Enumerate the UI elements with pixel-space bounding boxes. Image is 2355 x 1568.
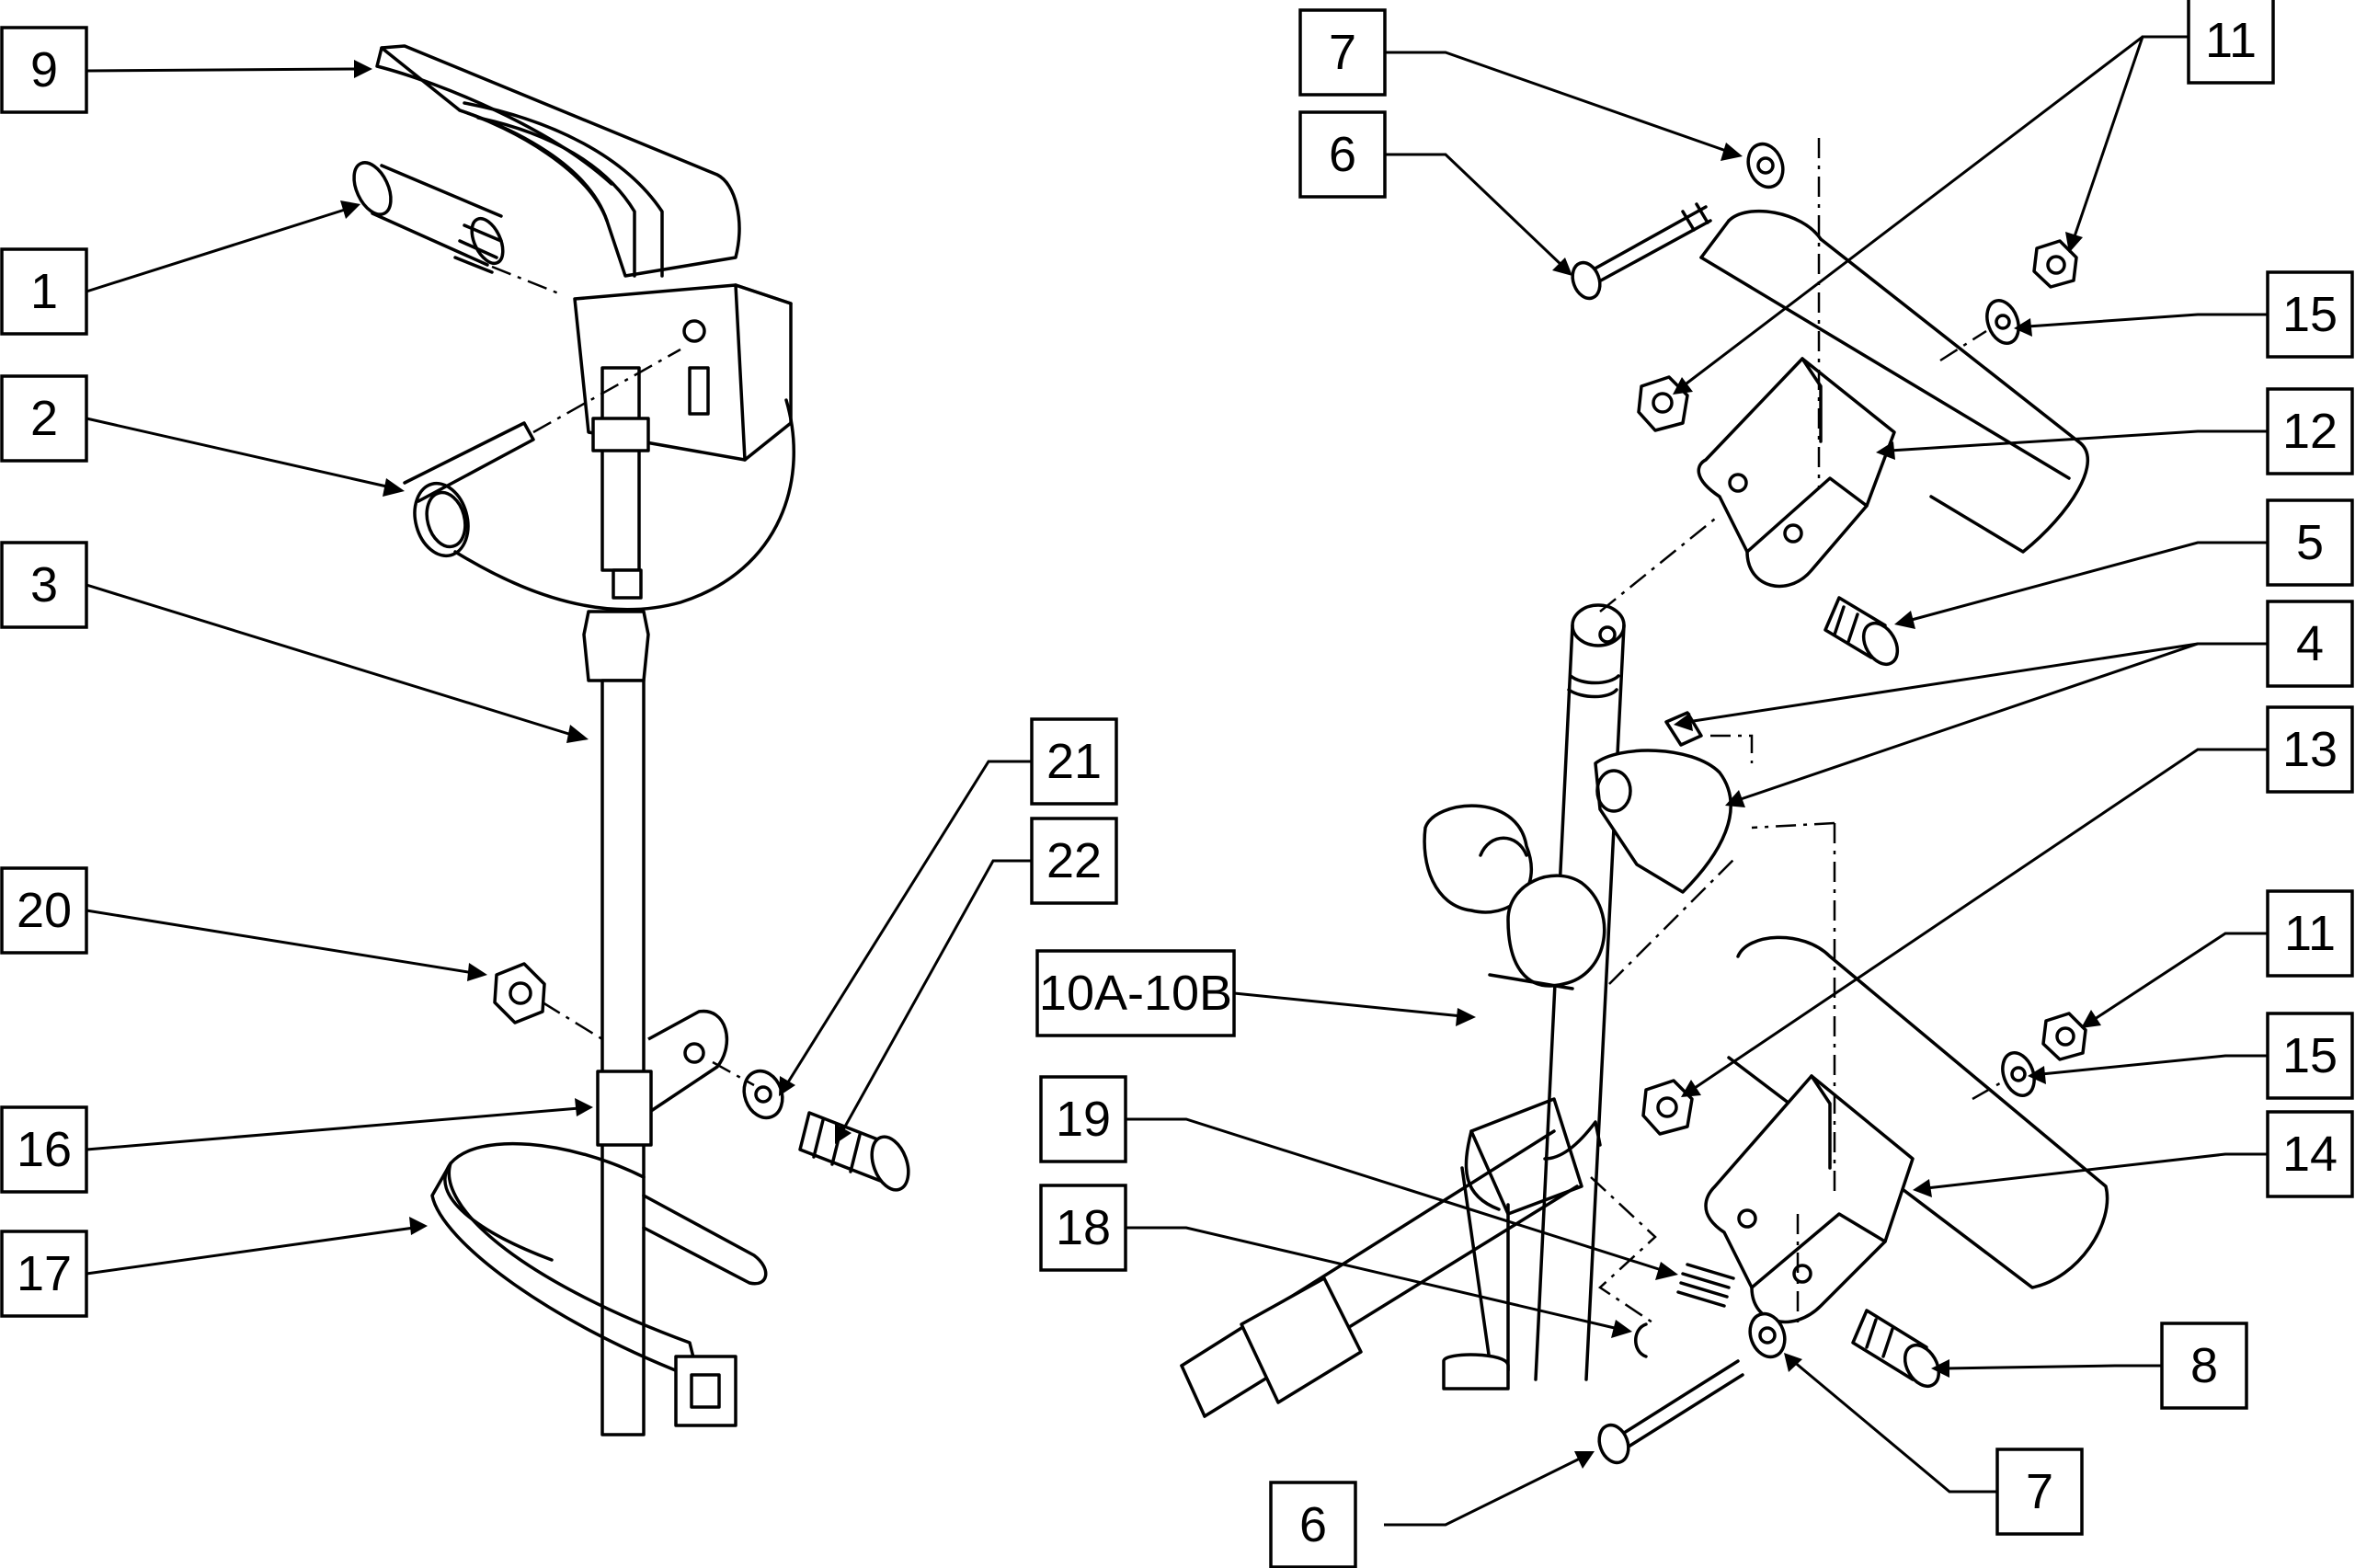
lower-bracket-part: [1704, 1074, 1915, 1324]
callout-label: 21: [1046, 734, 1102, 789]
nut-part-upper-right: [2032, 239, 2078, 289]
fork-part: [1442, 1097, 1602, 1391]
central-post-part: [1534, 603, 1626, 1381]
callout-label: 5: [2296, 515, 2324, 570]
assembly-line-right-4: [1710, 734, 1754, 763]
collar-part: [1423, 749, 1732, 990]
callout-1: 1: [0, 247, 88, 336]
callout-22: 22: [1030, 817, 1118, 905]
callout-21: 21: [1030, 717, 1118, 806]
callout-13: 13: [2266, 705, 2354, 794]
callout-label: 20: [17, 883, 72, 938]
callout-label: 3: [30, 557, 58, 612]
callout-label: 16: [17, 1122, 72, 1177]
e-clip-part: [1634, 1322, 1648, 1358]
callout-label: 2: [30, 391, 58, 446]
callout-label: 1: [30, 264, 58, 319]
callout-label: 15: [2282, 287, 2338, 342]
callout-label: 6: [1329, 127, 1356, 182]
callout-16: 16: [0, 1105, 88, 1194]
callout-9: 9: [0, 26, 88, 114]
dowel-pin-part: [1664, 711, 1703, 747]
callout-label: 7: [2026, 1464, 2053, 1519]
callout-7-lower: 7: [1995, 1448, 2084, 1536]
assembly-line-right-6: [1608, 854, 1739, 985]
callout-8: 8: [2160, 1322, 2248, 1410]
nut-part-lower-left: [1641, 1079, 1694, 1136]
assembly-line-right-3: [1939, 329, 1987, 362]
nut-part-lower-right: [2041, 1012, 2087, 1061]
callout-label: 11: [2205, 13, 2257, 68]
callout-7-upper: 7: [1298, 8, 1387, 97]
assembly-line-left-3: [542, 1001, 603, 1041]
washer-part-lower-right: [2001, 1051, 2036, 1097]
assembly-line-right-2: [1599, 514, 1721, 612]
callout-6-lower: 6: [1269, 1481, 1357, 1568]
callout-label: 17: [17, 1246, 72, 1301]
bolt-part-lower: [1597, 1311, 1787, 1465]
callout-6-upper: 6: [1298, 110, 1387, 199]
callout-4: 4: [2266, 600, 2354, 688]
callout-label: 10A-10B: [1039, 966, 1232, 1021]
callout-15-lower: 15: [2266, 1012, 2354, 1100]
bolt-part-8: [1851, 1309, 1941, 1389]
callout-label: 19: [1056, 1092, 1111, 1147]
callout-label: 6: [1299, 1497, 1327, 1552]
callout-11-lower: 11: [2266, 889, 2354, 978]
callout-label: 22: [1046, 833, 1102, 888]
push-rod-part: [582, 366, 650, 1436]
callout-label: 15: [2282, 1028, 2338, 1083]
bolt-part-5: [1823, 596, 1900, 667]
right-assembly: [1180, 138, 2109, 1465]
callout-3: 3: [0, 541, 88, 629]
callout-label: 11: [2284, 906, 2336, 961]
callout-label: 12: [2282, 404, 2338, 459]
callout-14: 14: [2266, 1110, 2354, 1198]
assembly-line-left-4: [712, 1060, 755, 1087]
spring-part: [1676, 1263, 1735, 1308]
assembly-line-right-7: [1751, 821, 1835, 830]
callout-label: 4: [2296, 616, 2324, 671]
callout-10a-10b: 10A-10B: [1035, 949, 1236, 1037]
callout-label: 14: [2282, 1127, 2338, 1182]
callout-label: 7: [1329, 25, 1356, 80]
callout-label: 9: [30, 42, 58, 97]
washer-screw-part-left: [742, 1069, 910, 1192]
callout-17: 17: [0, 1230, 88, 1318]
strap-part: [430, 1141, 768, 1427]
callout-11-upper: 11: [2187, 0, 2275, 85]
assembly-line-left-2: [532, 348, 681, 434]
rod-clamp-part: [596, 1009, 729, 1147]
leader-lines: [86, 35, 2268, 1527]
callout-label: 8: [2190, 1338, 2218, 1393]
callout-label: 18: [1056, 1200, 1111, 1255]
callout-19: 19: [1039, 1075, 1127, 1163]
callout-5: 5: [2266, 498, 2354, 587]
assembly-line-right-8: [1590, 1176, 1657, 1326]
assembly-line-left-1: [491, 265, 562, 296]
ring-pin-part: [403, 421, 535, 558]
washer-part-upper-right: [1985, 299, 2020, 345]
callout-15-upper: 15: [2266, 270, 2354, 359]
bolt-part-upper: [1571, 142, 1785, 301]
callout-18: 18: [1039, 1184, 1127, 1272]
left-assembly: [352, 44, 910, 1436]
nut-part-left: [493, 962, 546, 1024]
callout-label: 13: [2282, 722, 2338, 777]
callout-12: 12: [2266, 387, 2354, 475]
callout-20: 20: [0, 866, 88, 955]
frame-tube-upper: [1699, 209, 2071, 480]
callout-2: 2: [0, 374, 88, 463]
clevis-pin-part: [352, 161, 505, 274]
lever-handle-part: [375, 44, 795, 612]
frame-tube-lower-right: [1727, 935, 2109, 1289]
upper-bracket-part: [1697, 357, 1896, 589]
assembly-line-right-10: [1972, 1079, 2006, 1101]
